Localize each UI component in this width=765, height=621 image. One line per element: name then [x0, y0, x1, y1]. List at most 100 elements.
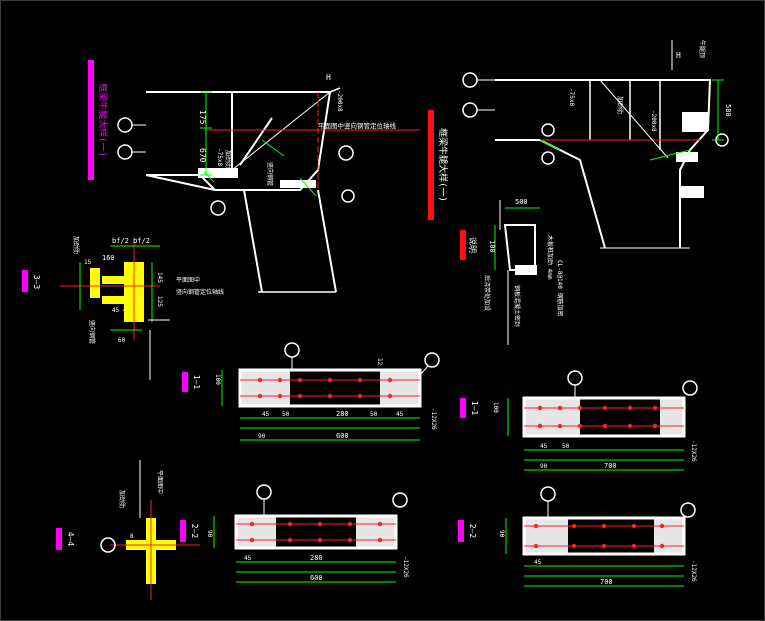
dim-90-22: 90: [206, 530, 213, 538]
label-11r: 1—1: [470, 401, 479, 416]
dim-60: 60: [118, 337, 126, 344]
label-22r-bar: [458, 520, 464, 542]
dim-45-22: 45: [244, 555, 252, 562]
dim-100a: 100: [214, 374, 221, 385]
label-33: 3—3: [32, 275, 41, 290]
detail-top-right: 580 H 牛腿顶 加劲肋 -75x8 -200x8: [462, 40, 732, 249]
elev-H-right: H: [676, 51, 681, 60]
dim-700: 700: [604, 462, 617, 470]
callout-circle: [256, 484, 272, 500]
detail-top-left: 框梁牛腿大样(一) 175 670: [88, 60, 420, 293]
dim-plate-22r: -12X26: [690, 560, 697, 582]
callout-circle: [210, 200, 226, 216]
label-11l-bar: [182, 372, 188, 392]
section-2-2-right: 2—2 45 700 -12X26 90: [458, 486, 697, 587]
note-side-plate: -200x8: [336, 90, 343, 112]
dim-4545: 45 45: [112, 307, 130, 314]
dim-45-22r: 45: [534, 559, 542, 566]
note-33-axis2: 竖向钢管定位轴线: [176, 288, 224, 296]
section-2-2-left: 2—2 45 280 600 -12X26 90: [180, 484, 409, 583]
callout-circle: [680, 502, 696, 518]
callout-circle: [567, 370, 583, 386]
dim-45r: 45: [540, 443, 548, 450]
dim-50r: 50: [562, 443, 570, 450]
note-stiffener: 加劲肋: [224, 150, 232, 168]
dim-12a: 12: [376, 358, 383, 366]
callout-circle: [541, 151, 555, 165]
callout-circle: [682, 380, 698, 396]
title-mid-label: 框梁牛腿大样(一): [437, 128, 449, 202]
callout-circle: [117, 144, 133, 160]
detail-title-mid: 框梁牛腿大样(一): [428, 110, 449, 220]
note-small-plate: -75x8: [216, 148, 223, 166]
note-axis: 平面图中竖向钢管定位轴线: [318, 121, 397, 130]
dim-90-22r: 90: [498, 530, 505, 538]
callout-circle: [462, 72, 478, 88]
callout-circle: [541, 123, 555, 137]
dim-700-22: 700: [600, 578, 613, 586]
title-left-label: 框梁牛腿大样(一): [97, 83, 109, 157]
dim-plate-22: -12X26: [402, 556, 409, 578]
note-side-plate-right: -200x8: [650, 110, 657, 132]
note-44-stiff: 加劲肋: [118, 490, 126, 508]
note-4: 钢板混凝土密封: [513, 285, 521, 327]
dim-8: 8: [130, 533, 134, 540]
dim-45: 45: [262, 411, 270, 418]
dim-600-22: 600: [310, 574, 323, 582]
label-22r: 2—2: [468, 524, 477, 539]
dim-580: 580: [724, 104, 732, 117]
callout-circle: [338, 145, 354, 161]
note-2: 后浇带处加设: [483, 275, 491, 311]
dim-15a: 15: [84, 259, 92, 266]
title-right-label: 说明: [468, 237, 478, 253]
elev-H-left: H: [326, 73, 331, 82]
note-1: 木板桩加劲 4mm: [546, 235, 554, 280]
dim-50: 50: [282, 411, 290, 418]
callout-circle: [462, 102, 478, 118]
title-right-bar: [460, 230, 466, 260]
label-33-bar: [22, 270, 28, 292]
dim-plate: -12X26: [430, 408, 437, 430]
note-33-tube: 竖向钢管: [88, 320, 96, 344]
dim-90: 90: [258, 433, 266, 440]
dim-145: 145: [156, 272, 163, 283]
dim-50b: 50: [370, 411, 378, 418]
label-11l: 1—1: [192, 375, 201, 390]
callout-circle: [540, 486, 556, 502]
callout-circle: [100, 537, 116, 553]
callout-circle: [284, 342, 300, 358]
note-33-stiff: 加劲肋: [72, 236, 80, 254]
label-44: 4—4: [66, 532, 75, 547]
callout-circle: [117, 117, 133, 133]
dim-175: 175: [198, 110, 207, 125]
dim-280: 280: [336, 410, 349, 418]
dim-125: 125: [156, 296, 163, 307]
section-1-1-right: 1—1 45 50 700 90 -12X26 100: [460, 370, 698, 471]
label-22l-bar: [180, 520, 186, 542]
callout-circle: [392, 492, 408, 508]
section-3-3: 3—3 bf/2 bf/2 160 15 145 125 45 45 60 平面…: [22, 236, 224, 380]
dim-500: 500: [515, 198, 528, 206]
dim-45b: 45: [396, 411, 404, 418]
dim-280-22: 280: [310, 554, 323, 562]
note-33-axis: 平面图中: [176, 276, 200, 284]
callout-circle: [341, 189, 355, 203]
dim-600: 600: [336, 432, 349, 440]
note-3: CL-8@140 钢筋加密: [556, 260, 564, 317]
note-small-plate-right: -75x8: [568, 88, 575, 106]
dim-100r: 100: [492, 402, 499, 413]
dim-plate-r: -12X26: [690, 440, 697, 462]
title-mid-bar: [428, 110, 434, 220]
dim-160: 160: [102, 254, 115, 262]
note-elev: 牛腿顶: [698, 40, 706, 58]
callout-circle: [424, 352, 440, 368]
section-1-1-left: 1—1 45 50 280 50 45 600 90 -12X26 100 1: [182, 342, 440, 441]
label-22l: 2—2: [190, 524, 199, 539]
note-stiffener-right: 加劲肋: [616, 96, 624, 114]
dim-half: bf/2 bf/2: [112, 237, 150, 245]
dim-90r: 90: [540, 463, 548, 470]
label-11r-bar: [460, 398, 466, 418]
note-tube: 竖向钢管: [266, 162, 274, 186]
dim-670: 670: [198, 148, 207, 163]
